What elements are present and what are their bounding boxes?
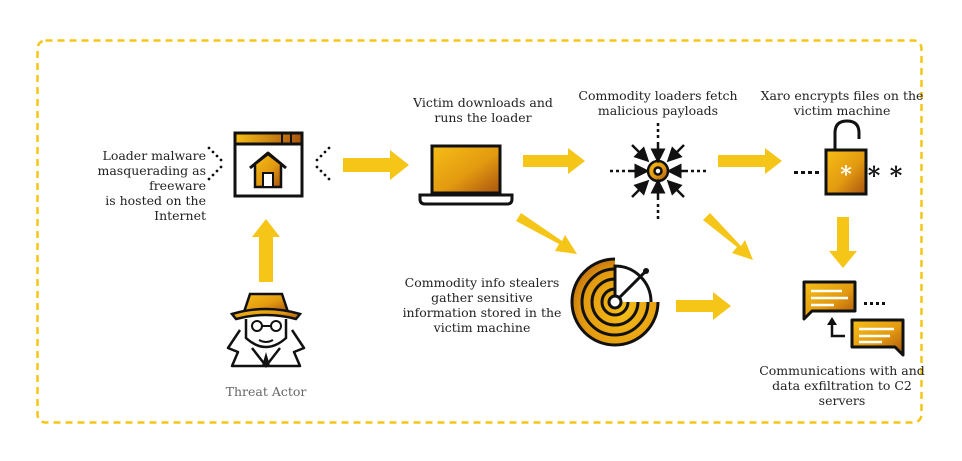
- label-xaro-encrypts: Xaro encrypts files on the victim machin…: [760, 88, 924, 118]
- chat-bubbles-icon: [802, 280, 905, 357]
- label-victim-downloads: Victim downloads and runs the loader: [413, 95, 553, 125]
- unlocked-padlock-icon: * * *: [794, 119, 903, 196]
- label-info-stealers: Commodity info stealers gather sensitive…: [402, 275, 562, 335]
- arrow-laptop-to-payloads: [523, 148, 585, 174]
- arrow-laptop-to-radar: [516, 213, 577, 254]
- label-threat-actor: Threat Actor: [225, 384, 307, 399]
- svg-text:*: *: [868, 161, 881, 190]
- arrow-xaro-to-c2: [829, 217, 857, 268]
- payload-target-icon: [610, 123, 706, 219]
- website-house-icon: [207, 131, 331, 198]
- label-hosted: Loader malware masquerading as freeware …: [97, 148, 207, 223]
- svg-text:*: *: [840, 162, 852, 188]
- svg-text:*: *: [890, 161, 903, 190]
- arrow-payloads-to-c2: [703, 213, 753, 260]
- arrow-website-to-laptop: [343, 150, 409, 180]
- arrow-actor-to-website: [252, 219, 280, 282]
- arrow-radar-to-c2: [676, 292, 731, 320]
- arrow-payloads-to-xaro: [718, 148, 782, 174]
- threat-actor-spy-icon: [226, 292, 306, 369]
- laptop-icon: [418, 144, 514, 206]
- label-c2: Communications with and data exfiltratio…: [759, 363, 925, 408]
- radar-icon: [570, 256, 661, 347]
- label-loaders-fetch: Commodity loaders fetch malicious payloa…: [578, 88, 738, 118]
- flow-arrows: [252, 148, 857, 320]
- dashed-frame: [36, 39, 923, 424]
